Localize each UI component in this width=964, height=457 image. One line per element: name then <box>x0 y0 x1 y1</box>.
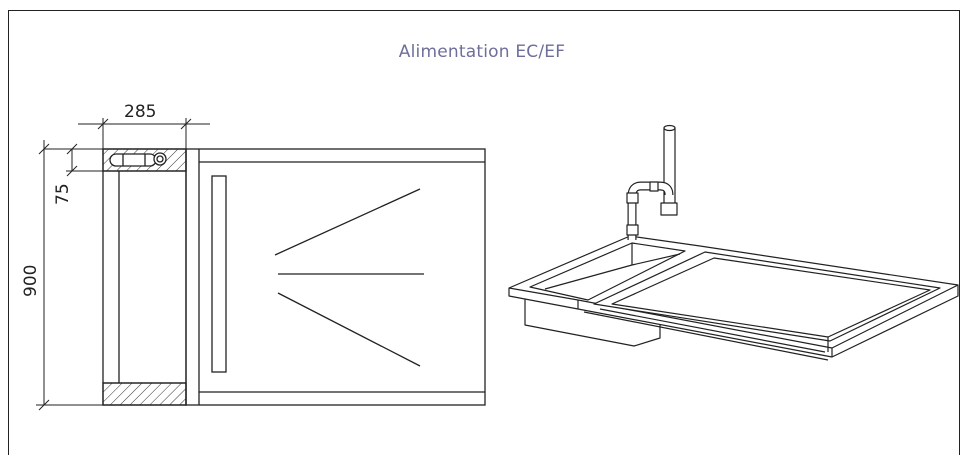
tap-head <box>153 152 167 166</box>
plan-slope-line <box>274 188 421 256</box>
isometric-view <box>508 124 959 361</box>
drawing-frame <box>8 10 960 455</box>
plan-sink-outer <box>185 148 486 406</box>
tap-body <box>109 153 157 167</box>
drawing-title: Alimentation EC/EF <box>398 42 566 62</box>
plan-left-column <box>102 148 187 406</box>
plan-slope-line <box>277 292 421 367</box>
plan-bottom-hatch <box>102 382 187 406</box>
iso-tap-riser <box>663 127 676 213</box>
dimension-285: 285 <box>124 102 156 122</box>
dimension-75: 75 <box>53 183 73 205</box>
dimension-lines <box>36 118 210 411</box>
dimension-900: 900 <box>21 265 41 297</box>
iso-spout-joint <box>626 192 639 204</box>
plan-view <box>102 148 486 406</box>
plan-drain-slot <box>211 175 227 373</box>
